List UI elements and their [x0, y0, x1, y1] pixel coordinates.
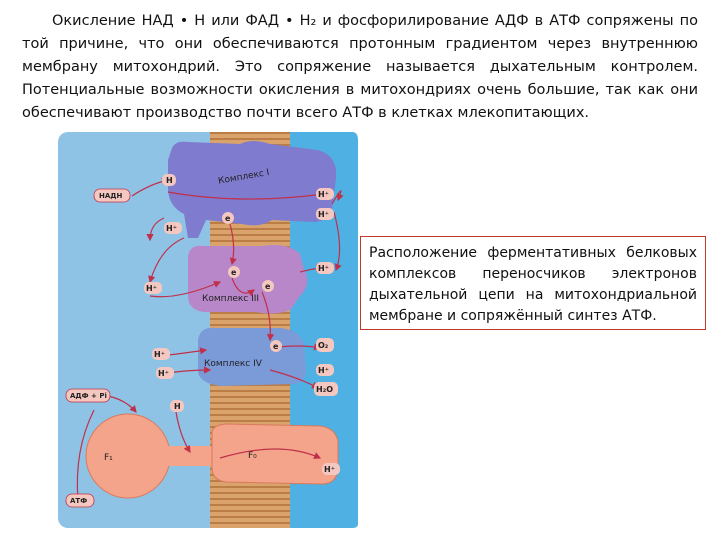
- complex-iv-label: Комплекс IV: [204, 359, 263, 369]
- svg-text:H: H: [166, 176, 173, 185]
- token-h-1: H: [162, 174, 176, 186]
- nadh-pill: НАДН: [93, 188, 131, 203]
- token-h-2: H: [170, 400, 184, 412]
- svg-text:e: e: [273, 342, 279, 351]
- svg-text:АТФ: АТФ: [70, 497, 87, 505]
- svg-text:H⁺: H⁺: [324, 465, 335, 474]
- svg-text:e: e: [265, 282, 271, 291]
- svg-text:H⁺: H⁺: [158, 369, 169, 378]
- svg-text:e: e: [231, 268, 237, 277]
- atp-pill: АТФ: [65, 493, 95, 508]
- svg-text:H⁺: H⁺: [154, 350, 165, 359]
- svg-text:H⁺: H⁺: [146, 284, 157, 293]
- token-hplus-4: H⁺: [316, 262, 334, 274]
- token-h2o: H₂O: [314, 382, 338, 396]
- token-hplus-2: H⁺: [316, 208, 334, 220]
- svg-text:H⁺: H⁺: [166, 224, 177, 233]
- token-hplus-3: H⁺: [164, 222, 182, 234]
- f1-subunit: [85, 413, 171, 499]
- token-hplus-1: H⁺: [316, 188, 334, 200]
- token-hplus-6: H⁺: [152, 348, 170, 360]
- token-e-3: e: [262, 280, 274, 292]
- svg-text:НАДН: НАДН: [99, 192, 123, 200]
- complex-iii-label: Комплекс III: [202, 294, 259, 304]
- intro-paragraph: Окисление НАД • Н или ФАД • Н₂ и фосфори…: [22, 13, 698, 121]
- token-hplus-7: H⁺: [156, 367, 174, 379]
- token-o2: O₂: [316, 338, 334, 352]
- token-hplus-9: H⁺: [322, 463, 340, 475]
- svg-text:H⁺: H⁺: [318, 366, 329, 375]
- svg-text:O₂: O₂: [318, 341, 329, 350]
- f0-subunit: [211, 423, 339, 485]
- complex-i-shape: [168, 141, 337, 238]
- svg-text:e: e: [225, 214, 231, 223]
- f0-label: F₀: [248, 451, 257, 461]
- svg-text:АДФ + Pi: АДФ + Pi: [70, 392, 107, 400]
- svg-text:H⁺: H⁺: [318, 190, 329, 199]
- figure-caption: Расположение ферментативных белковых ком…: [360, 236, 706, 330]
- complex-iii-shape: [188, 245, 308, 314]
- svg-text:H₂O: H₂O: [316, 385, 333, 394]
- svg-text:H⁺: H⁺: [318, 210, 329, 219]
- token-e-4: e: [270, 340, 282, 352]
- svg-text:H: H: [174, 402, 181, 411]
- f1-label: F₁: [104, 453, 113, 463]
- f1-stalk: [166, 446, 216, 466]
- token-hplus-5: H⁺: [144, 282, 162, 294]
- complex-iv-shape: [198, 327, 306, 386]
- token-e-2: e: [228, 266, 240, 278]
- token-e-1: e: [222, 212, 234, 224]
- token-hplus-8: H⁺: [316, 364, 334, 376]
- svg-text:H⁺: H⁺: [318, 264, 329, 273]
- adp-pill: АДФ + Pi: [65, 388, 111, 403]
